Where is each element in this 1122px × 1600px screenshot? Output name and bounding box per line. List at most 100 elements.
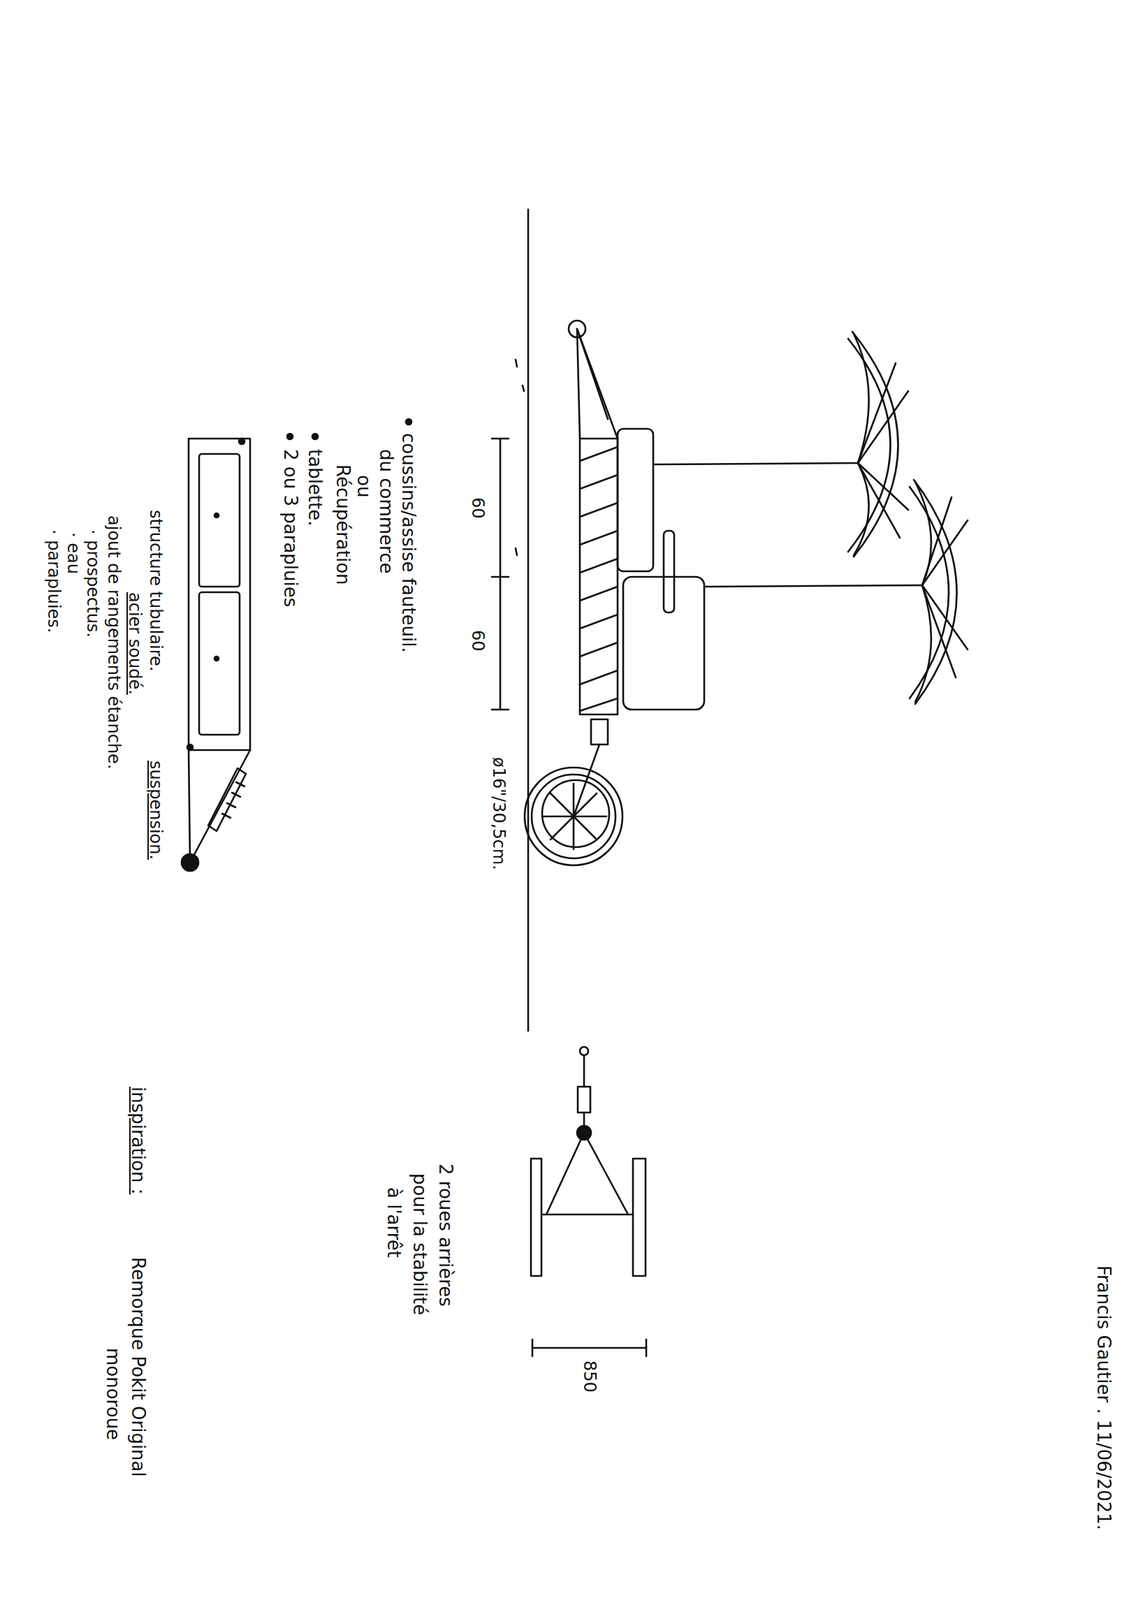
dimension-tick [645,1339,648,1357]
umbrella-rib [922,585,956,678]
frame-panel [199,454,240,587]
frame-joint [238,438,245,445]
note-text: · prospectus. [82,529,102,638]
hatch [579,614,618,629]
note-text: Récupération [331,464,353,586]
suspension-arm [190,750,251,863]
hatch [579,503,618,517]
dimension-label: 60 [467,630,487,652]
wheel-rim [542,780,610,848]
umbrella-canopy [915,482,932,703]
drawbar [583,1055,586,1088]
cart-body [579,438,618,715]
note-text: structure tubulaire. [145,510,165,672]
drawbar [577,329,618,439]
note-text: · eau [62,532,83,575]
suspension-spring [208,768,246,832]
dimension-tick [491,438,509,441]
hatch [579,698,618,712]
umbrella-rib [922,520,968,586]
wheel [531,774,616,859]
rear-wheel [530,1159,542,1277]
drawbar [583,1112,586,1127]
note-text: du commerce [375,449,397,575]
note-text: Remorque Pokit Original [127,1257,149,1478]
dimension-label: 60 [467,497,487,520]
umbrella-pole [704,585,923,587]
umbrella-canopy [913,479,958,705]
note-text: acier soudé. [124,592,144,696]
note-text: pour la stabilité [408,1173,430,1316]
frame-tube [541,1214,633,1217]
spring-coil [222,813,231,819]
dimension-label: ø16"/30,5cm. [488,757,508,871]
umbrella-pole [653,463,858,465]
rear-wheel [632,1159,646,1277]
sketch-mark [515,359,517,367]
wheel-fork [591,719,608,745]
spring-coil [231,792,241,798]
note-text: tablette. [303,449,325,527]
hatch [579,558,618,573]
drawbar [577,329,608,420]
umbrella-rib [857,463,900,538]
tubular-frame [188,438,251,751]
coupler [577,1087,591,1113]
hatch [579,475,618,490]
umbrella-rib [922,497,952,586]
note-text: ou [352,475,374,498]
wheel-spoke [550,793,597,840]
umbrella-rib [857,391,909,464]
suspension-arm [188,750,191,863]
dimension-line [532,1347,647,1350]
bullet [312,433,318,440]
signature: Francis Gautier . 11/06/2021. [1092,1265,1114,1531]
frame-tube [546,1133,585,1215]
bullet [287,433,293,440]
frame-dot [214,513,219,518]
note-text: coussins/assise fauteuil. [397,433,419,654]
handle [663,530,675,613]
cushion [617,428,654,572]
umbrella-rib [857,363,896,464]
note-text: · parapluies. [43,529,63,633]
dimension-line [499,438,502,710]
spring-coil [236,782,245,787]
dimension-tick [491,576,509,579]
drawbar [577,329,580,439]
spring-coil [227,803,236,808]
note-text: 2 roues arrières [434,1163,456,1308]
bullet [405,419,412,425]
umbrella-canopy [853,333,870,556]
note-text: suspension. [145,760,165,861]
wheel [524,767,623,866]
frame-joint [187,744,193,751]
sketch-mark [522,385,524,392]
wheel-spoke [550,793,597,840]
hitch-ring [579,1047,589,1056]
note-text: monoroue [102,1348,123,1441]
note-text: à l'arrêt [382,1187,404,1259]
hatch [579,530,618,545]
hatch [579,642,618,657]
dimension-tick [491,709,509,712]
hatch [579,670,618,685]
frame-panel [199,592,240,735]
umbrella-rib [857,463,909,510]
sketch-mark [515,548,517,556]
frame-dot [214,656,219,661]
note-text: ajout de rangements étanche. [103,515,123,770]
umbrella-rib [922,585,968,650]
dimension-label: 850 [579,1360,599,1394]
note-text: 2 ou 3 parapluies [279,449,301,608]
hatch [579,447,618,462]
hitch-ball [181,854,199,872]
ground-line [527,209,530,1032]
hatch [579,586,618,601]
note-text: inspiration : [127,1087,149,1195]
dimension-tick [531,1339,534,1357]
frame-tube [584,1133,629,1215]
